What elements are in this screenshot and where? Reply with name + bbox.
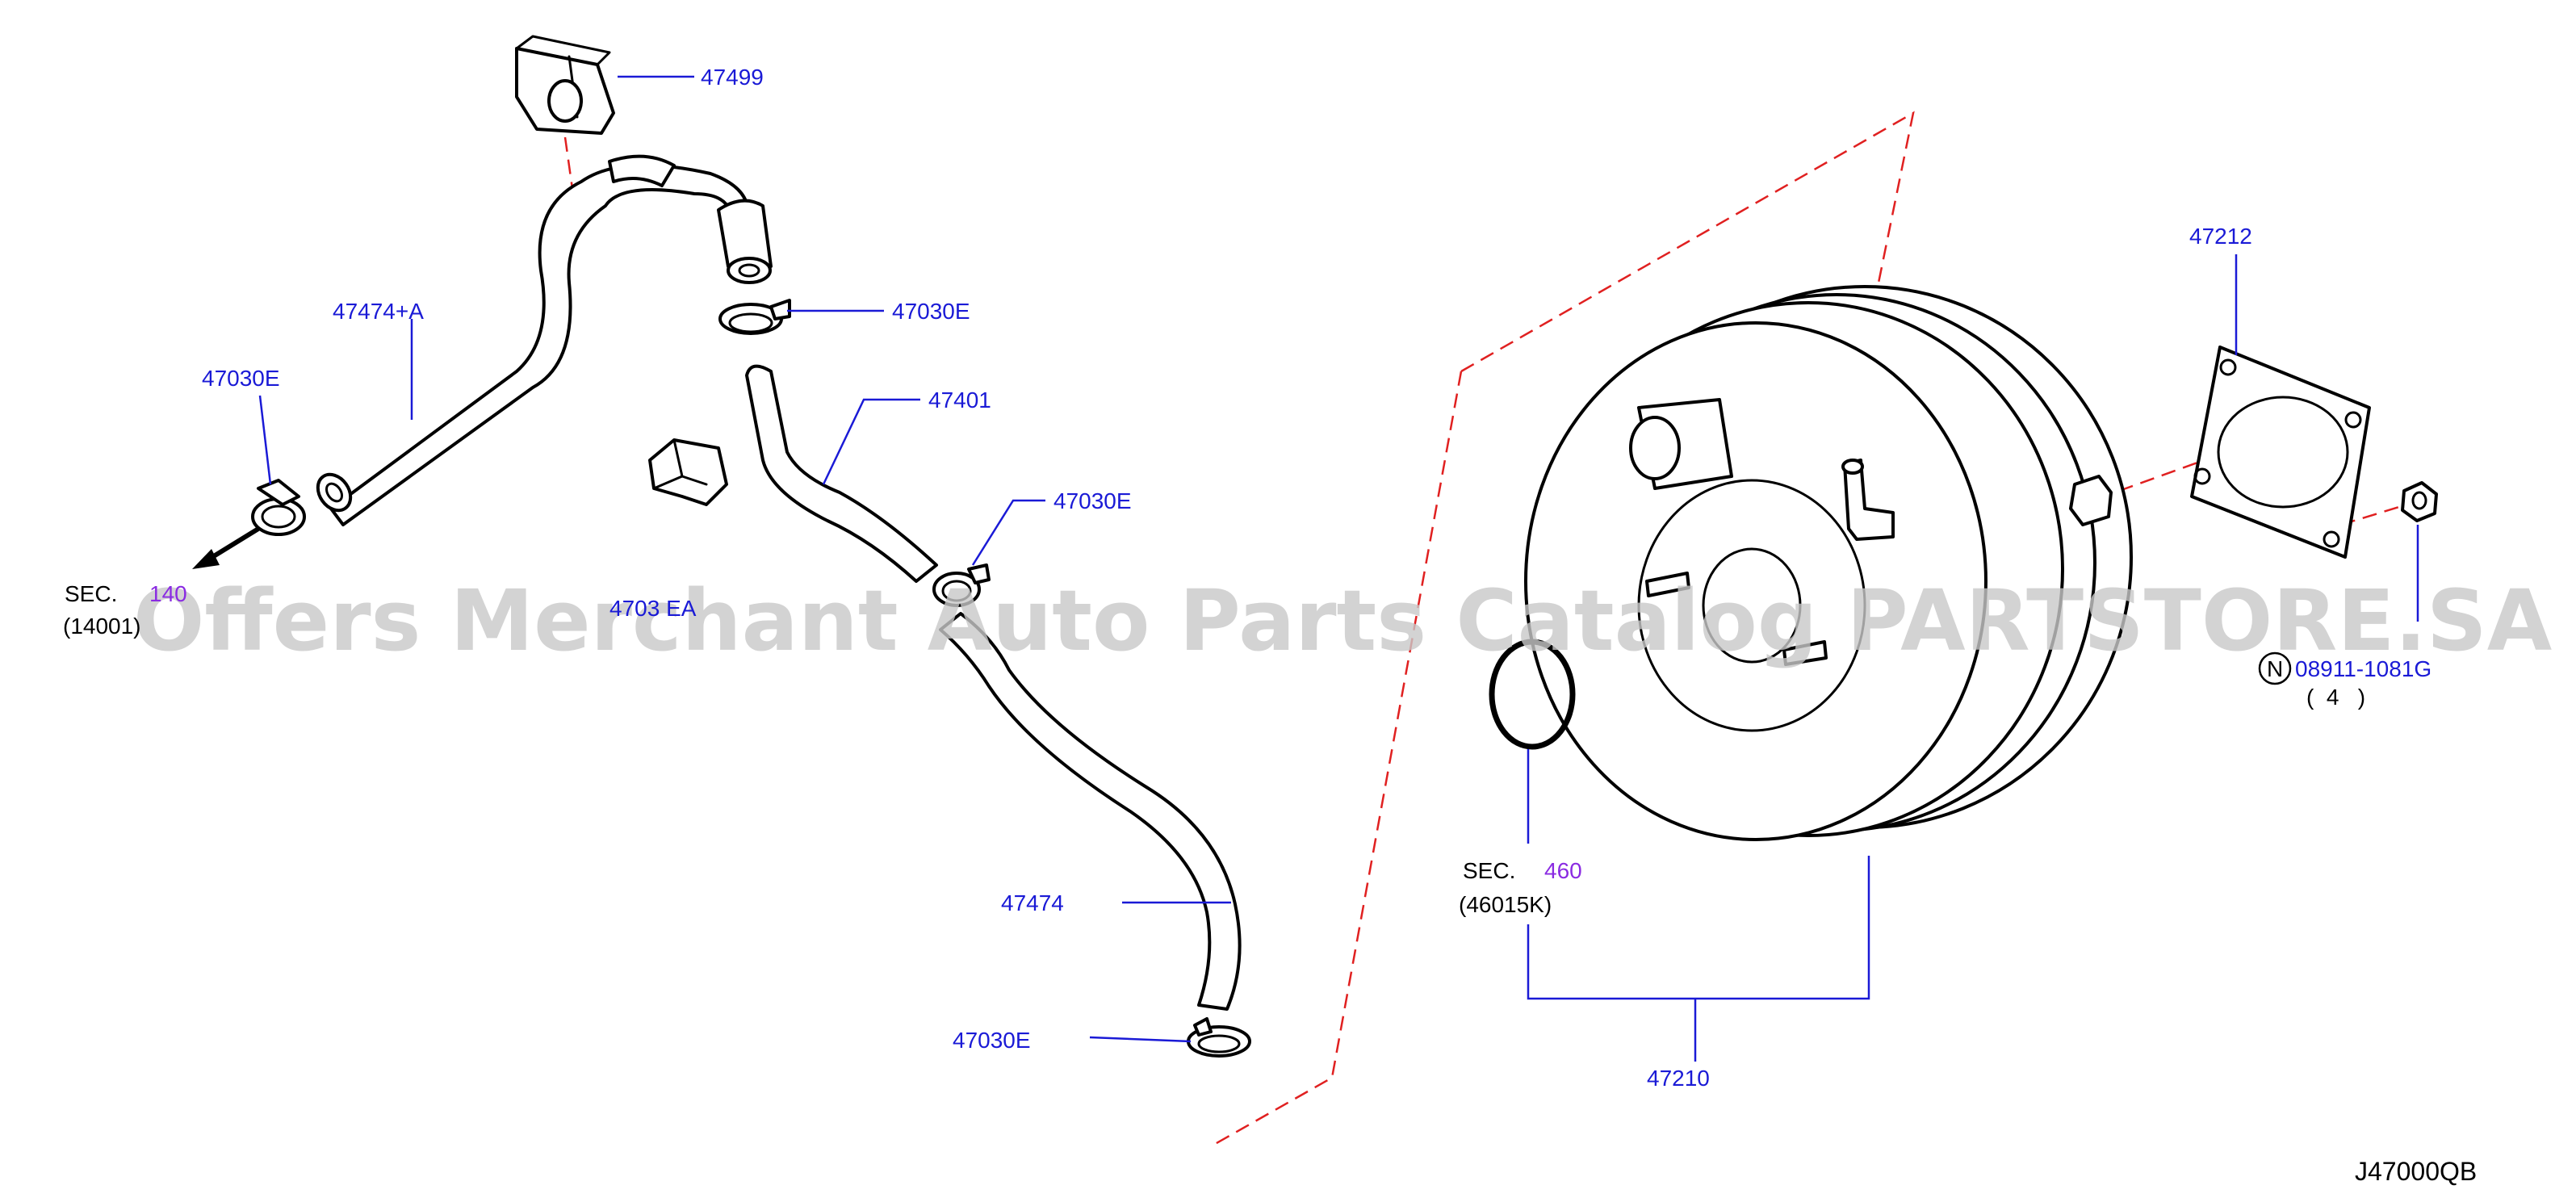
label-47401: 47401 xyxy=(928,387,991,413)
clamp-bottom-tab xyxy=(1193,1017,1213,1037)
label-47030e-bottom: 47030E xyxy=(953,1028,1031,1053)
hose-47474 xyxy=(939,612,1242,1011)
o-ring-sec-460 xyxy=(1489,639,1576,750)
nut-hole xyxy=(2411,491,2427,510)
clamp-top-ring-inner xyxy=(728,312,773,333)
clamp-left-ring-inner xyxy=(261,505,296,529)
label-clip-4703ea: 4703 EA xyxy=(609,596,697,621)
phantom-outline xyxy=(1460,111,1915,469)
booster-stud-upper xyxy=(1645,572,1690,597)
callout-labels: 47499 47474+A 47030E 47030E 47401 47030E… xyxy=(202,65,2431,1091)
clamp-left-ring xyxy=(251,497,306,536)
nut-symbol-letter: N xyxy=(2267,656,2283,681)
mount-47499 xyxy=(515,35,615,135)
leader-47030e-mid xyxy=(971,499,1045,566)
label-47474-a: 47474+A xyxy=(333,299,424,324)
clamp-mid-ring-inner xyxy=(941,580,972,602)
sec-left-num: 140 xyxy=(149,581,187,606)
clamp-47030e-top xyxy=(718,299,791,335)
hose-47474-a-end xyxy=(316,472,353,513)
gasket-47212 xyxy=(2190,346,2371,559)
clip-body xyxy=(648,438,728,506)
clamp-bottom-ring-inner xyxy=(1197,1034,1241,1053)
section-ref-right: SEC. 460 (46015K) xyxy=(1459,858,1582,917)
mount-47499-top xyxy=(515,35,611,66)
booster-nipple-end xyxy=(1841,459,1864,475)
nut-symbol-circle xyxy=(2258,651,2292,685)
label-08911-1081g: 08911-1081G xyxy=(2295,656,2431,681)
diagram-code: J47000QB xyxy=(2355,1157,2477,1186)
label-47210: 47210 xyxy=(1647,1066,1710,1091)
hose-47474-a-drop-end xyxy=(727,257,772,284)
section-ref-left: SEC. 140 (14001) xyxy=(63,581,187,639)
arrow-head-sec-140 xyxy=(192,549,220,569)
hose-47474-a xyxy=(316,154,773,526)
hose-47474-a-joint xyxy=(608,154,676,187)
label-47030e-top: 47030E xyxy=(892,299,970,324)
label-47499: 47499 xyxy=(701,65,764,90)
sec-left-code: (14001) xyxy=(63,614,141,639)
brake-booster-47210 xyxy=(1524,285,2133,841)
sec-right-word: SEC. xyxy=(1463,858,1515,883)
clamp-mid-tab xyxy=(967,563,991,584)
booster-center-hub xyxy=(1702,547,1802,664)
sec-right-code: (46015K) xyxy=(1459,892,1552,917)
hose-47474-a-drop-inner xyxy=(738,263,760,278)
label-47474: 47474 xyxy=(1001,890,1064,915)
leader-47210 xyxy=(1527,856,1870,1000)
gasket-plate xyxy=(2190,346,2371,559)
label-47030e-left: 47030E xyxy=(202,366,280,391)
phantom-outline-lower xyxy=(1210,371,1463,1148)
nut-08911 xyxy=(2401,481,2438,522)
label-47030e-mid: 47030E xyxy=(1053,488,1132,513)
booster-center-ring xyxy=(1637,479,1866,732)
nut-body xyxy=(2401,481,2438,522)
gasket-center-hole xyxy=(2217,396,2349,509)
leader-47401 xyxy=(822,398,920,485)
gasket-bolt-hole-4 xyxy=(2323,530,2340,548)
gasket-bolt-hole-3 xyxy=(2193,467,2211,485)
label-47212: 47212 xyxy=(2189,224,2252,249)
clamp-left-tab xyxy=(257,479,300,506)
sec-right-num: 460 xyxy=(1544,858,1582,883)
clamp-47030e-bottom xyxy=(1187,1017,1251,1058)
mount-47499-hole xyxy=(547,79,583,123)
sec-left-word: SEC. xyxy=(65,581,117,606)
gasket-bolt-hole-2 xyxy=(2344,411,2362,429)
clip-tongue xyxy=(652,438,708,490)
leader-47030e-bottom xyxy=(1089,1036,1192,1043)
leader-47030e-left xyxy=(258,395,272,485)
clamp-47030e-left xyxy=(251,479,306,536)
clamp-47030e-mid xyxy=(932,563,991,607)
booster-stud-lower xyxy=(1782,640,1828,666)
booster-boss-cap xyxy=(1629,416,1681,480)
hose-47401 xyxy=(745,364,938,583)
clamp-top-tab xyxy=(769,299,791,320)
label-nut-qty: ( 4 ) xyxy=(2306,685,2365,710)
gasket-bolt-hole-1 xyxy=(2219,358,2237,376)
booster-rear-stud xyxy=(2069,475,2113,526)
leader-lines xyxy=(258,75,2419,1062)
clip-4703ea xyxy=(648,438,728,506)
hose-47474-a-inner xyxy=(325,482,344,503)
watermark-text: Offers Merchant Auto Parts Catalog PARTS… xyxy=(133,572,2552,670)
